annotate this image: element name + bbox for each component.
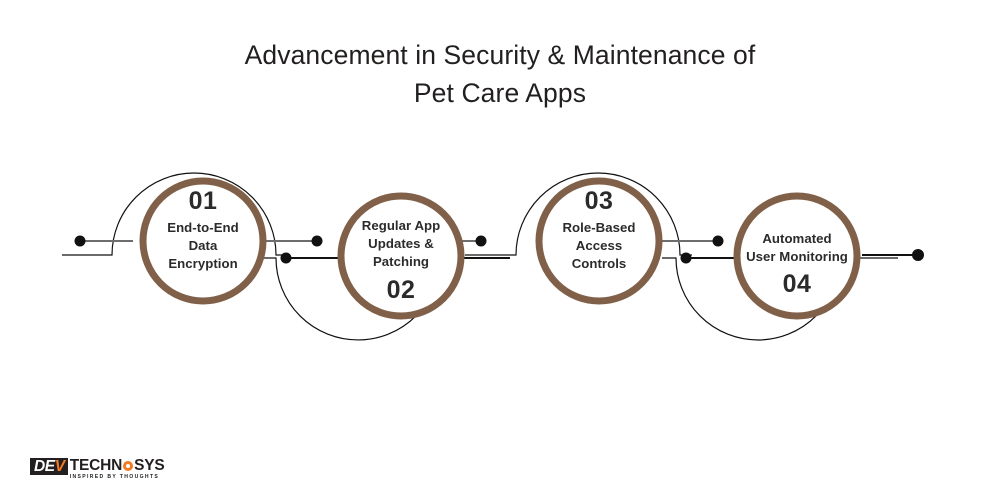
logo-tagline: INSPIRED BY THOUGHTS <box>69 474 160 480</box>
logo-dev-e: E <box>44 458 55 475</box>
connector-3-4-lower-dot <box>680 252 692 264</box>
page-title: Advancement in Security & Maintenance of… <box>0 36 1000 113</box>
connector-start-dot <box>74 235 86 247</box>
node-ring-4[interactable] <box>733 192 861 320</box>
connector-1-2-lower-dot <box>280 252 292 264</box>
logo-dev-d: D <box>34 458 45 475</box>
connector-3-4-upper-dot <box>712 235 724 247</box>
gear-icon <box>123 461 134 471</box>
node-ring-3[interactable] <box>535 177 663 305</box>
connector-2-3-upper-dot <box>475 235 487 247</box>
title-line-2: Pet Care Apps <box>413 78 587 109</box>
outer-arc-1 <box>62 172 288 256</box>
logo-techn-text: TECHN <box>69 457 123 474</box>
connector-end-dot <box>912 249 924 261</box>
connector-1-2-upper-dot <box>311 235 323 247</box>
logo-dev-v: V <box>54 458 65 475</box>
title-line-1: Advancement in Security & Maintenance of <box>244 40 756 70</box>
node-ring-1[interactable] <box>139 177 267 305</box>
outer-arc-3 <box>465 172 692 256</box>
logo-wordmark: TECHN SYS INSPIRED BY THOUGHTS <box>70 458 165 481</box>
logo-sys-text: SYS <box>134 457 165 474</box>
node-ring-2[interactable] <box>337 192 465 320</box>
logo-techno-sys: TECHN SYS <box>70 458 165 474</box>
